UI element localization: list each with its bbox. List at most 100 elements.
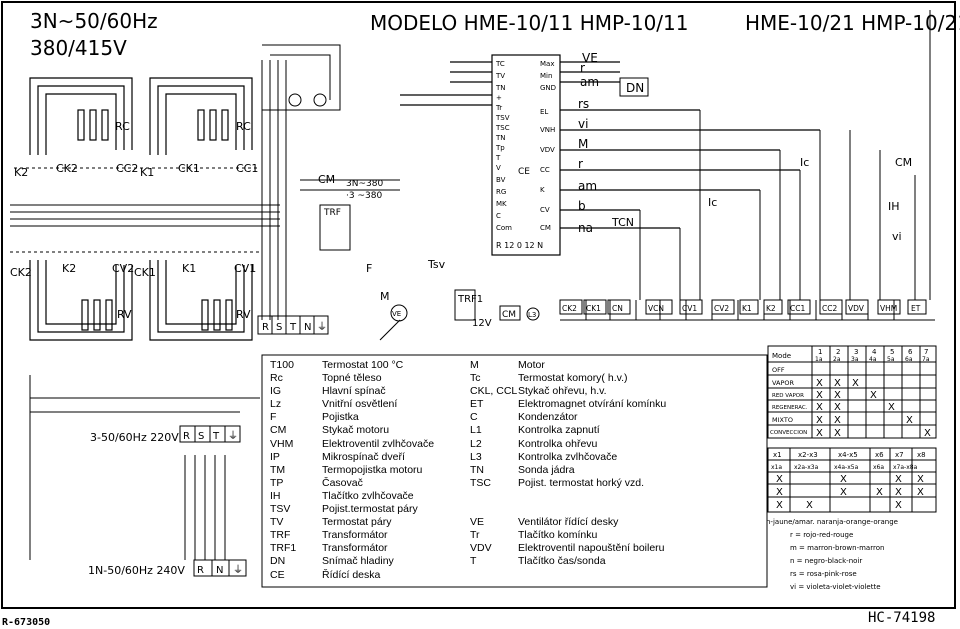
box-vhm-label: VHM	[880, 304, 897, 313]
board-pins-right: Max Min GND EL VNH VDV CC K CV CM	[540, 60, 556, 232]
board-pin-label: VNH	[540, 126, 555, 134]
box-ck1	[583, 299, 607, 315]
terminal-r: R	[262, 322, 269, 333]
board-pin-label: VDV	[540, 146, 555, 154]
wire-color-line: r = rojo-red-rouge	[790, 531, 853, 539]
small-supply-1-label: 3-50/60Hz 220V	[90, 431, 179, 444]
legend-code: F	[270, 411, 277, 424]
legend-desc: Mikrospínač dveří	[322, 450, 405, 463]
small-supply-1	[29, 375, 260, 560]
legend-code: Rc	[270, 372, 283, 385]
mode-header-label: Mode	[772, 352, 791, 360]
ck2-label-bottom: CK2	[10, 266, 32, 279]
k2-label-bottom: K2	[62, 262, 76, 275]
board-bottom-pins: R 12 0 12 N	[496, 241, 543, 250]
legend-code: L1	[470, 424, 482, 437]
board-pin-label: Tr	[495, 104, 502, 112]
mode-col-7: 7	[924, 348, 928, 356]
wire-color-legend: n-jaune/amar. naranja-orange-orange r = …	[766, 518, 898, 591]
contact-subheader: x7a-x8a	[893, 464, 918, 471]
k1-label-top: K1	[140, 166, 154, 179]
heater-group-left	[29, 77, 253, 341]
mode-row-red-vapor: RED VAPOR	[772, 393, 804, 399]
legend-desc: Elektroventil napouštění boileru	[518, 542, 665, 555]
mode-row-vapor: VAPOR	[772, 379, 795, 387]
box-k1	[739, 299, 759, 315]
box-ck2	[559, 299, 583, 315]
contact-mark: X	[840, 474, 847, 485]
contact-header: x2-x3	[798, 451, 818, 459]
legend-code: L3	[470, 450, 482, 463]
wire-b: b	[578, 199, 586, 213]
contactor-row-top	[10, 167, 280, 253]
wire-color-line: n = negro-black-noir	[790, 557, 862, 565]
board-pin-label: TSV	[495, 114, 510, 122]
box-cc1-label: CC1	[790, 304, 805, 313]
board-pin-label: Min	[540, 72, 552, 80]
mode-col-2: 2	[836, 348, 840, 356]
board-pin-label: TV	[495, 72, 505, 80]
contact-mark: X	[917, 474, 924, 485]
trf-label: TRF	[323, 208, 341, 218]
cc2-label: CC2	[116, 162, 138, 175]
box-cv1	[679, 299, 703, 315]
legend-desc: Transformátor	[322, 529, 388, 542]
box-k1-label: K1	[742, 304, 752, 313]
motor-section	[262, 44, 400, 251]
f-label: F	[366, 262, 372, 275]
wire-color-line: rs = rosa-pink-rose	[790, 570, 857, 578]
mode-row-off: OFF	[772, 366, 785, 374]
ck1-label-bottom: CK1	[134, 266, 156, 279]
right-wiring	[560, 10, 935, 321]
legend-desc: Řídící deska	[322, 568, 381, 581]
rv-label-1: RV	[117, 308, 132, 321]
legend-code: Tc	[470, 372, 481, 385]
legend-desc: Ventilátor řídící desky	[518, 516, 619, 529]
legend-code: TM	[270, 463, 286, 476]
board-pin-label: +	[496, 94, 502, 102]
board-pin-label: K	[540, 186, 545, 194]
contact-mark: X	[776, 474, 783, 485]
contact-header: x7	[895, 451, 904, 459]
supply-main: 3N~50/60Hz	[30, 9, 158, 33]
legend-desc: Kontrolka ohřevu	[518, 437, 598, 450]
legend-desc: Sonda jádra	[518, 463, 575, 476]
contact-mark: X	[876, 487, 883, 498]
contact-subheader: x2a-x3a	[794, 464, 819, 471]
legend-code: M	[470, 359, 479, 371]
mode-col-3: 3	[854, 348, 858, 356]
terminal-ground: ⏚	[317, 321, 327, 333]
legend-desc: Elektromagnet otvírání komínku	[518, 398, 667, 411]
rv-label-2: RV	[236, 308, 251, 321]
legend-desc: Topné těleso	[322, 372, 382, 385]
lower-middle-components	[379, 289, 540, 341]
legend-code: VHM	[270, 437, 294, 450]
box-k2-label: K2	[766, 304, 776, 313]
mode-row-mixto: MIXTO	[772, 416, 793, 424]
legend-code: C	[470, 411, 478, 424]
drawing-number-left: R-673050	[2, 617, 51, 628]
dn-label: DN	[626, 81, 644, 95]
legend-code: IG	[270, 385, 282, 398]
board-pin-label: C	[496, 212, 501, 220]
tcn-label: TCN	[611, 216, 634, 229]
small1-terminal-r: R	[183, 431, 190, 442]
legend-code: T	[470, 555, 477, 568]
legend-box	[261, 354, 768, 588]
legend-desc: Snímač hladiny	[322, 555, 394, 568]
cm-label: CM	[318, 173, 335, 186]
legend-desc: Stykač motoru	[322, 424, 390, 437]
m-label: M	[380, 290, 390, 303]
mode-sub-3: 3a	[851, 356, 859, 363]
cm-small-label: CM	[502, 310, 516, 320]
small2-terminal-ground: ⏚	[233, 564, 243, 576]
